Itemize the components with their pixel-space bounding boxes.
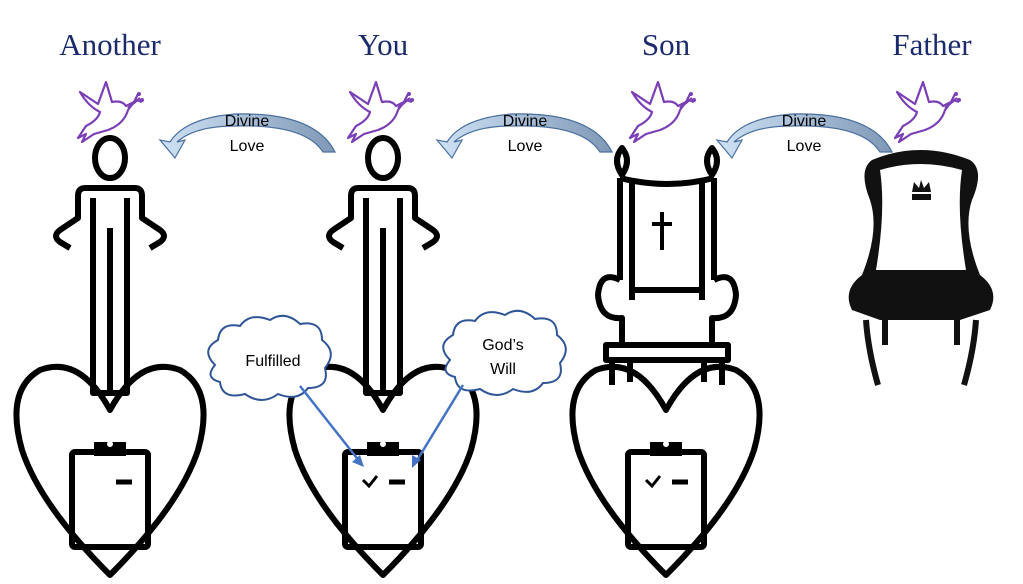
dove-icon: [346, 80, 416, 144]
dove-icon: [76, 80, 146, 144]
person-icon-you: [329, 138, 437, 393]
column-title-you: You: [358, 27, 408, 62]
heart-clipboard-son: [572, 367, 759, 575]
arrow-label-line2: Love: [230, 138, 265, 155]
person-icon-another: [56, 138, 164, 393]
check-icon: [361, 474, 379, 488]
column-title-son: Son: [642, 27, 691, 62]
check-icon: [644, 474, 662, 488]
arrow-label-line1: Divine: [503, 113, 548, 130]
cloud-label-fulfilled: Fulfilled: [245, 353, 300, 370]
column-title-another: Another: [59, 27, 161, 62]
arrow-label-line2: Love: [508, 138, 543, 155]
pointer-arrows: [299, 384, 465, 468]
arrow-label-line1: Divine: [782, 113, 827, 130]
cloud-label-line2: Will: [490, 361, 516, 378]
chair-icon-father: [848, 150, 994, 386]
column-title-father: Father: [892, 27, 972, 62]
heart-clipboard-you: [289, 367, 476, 575]
arrow-label-line2: Love: [787, 138, 822, 155]
cloud-label-line1: God’s: [482, 337, 524, 354]
dove-icon: [628, 80, 698, 144]
throne-icon-son: [595, 145, 739, 385]
arrow-label-line1: Divine: [225, 113, 270, 130]
heart-clipboard-another: [16, 367, 203, 575]
dove-icon: [893, 80, 963, 144]
